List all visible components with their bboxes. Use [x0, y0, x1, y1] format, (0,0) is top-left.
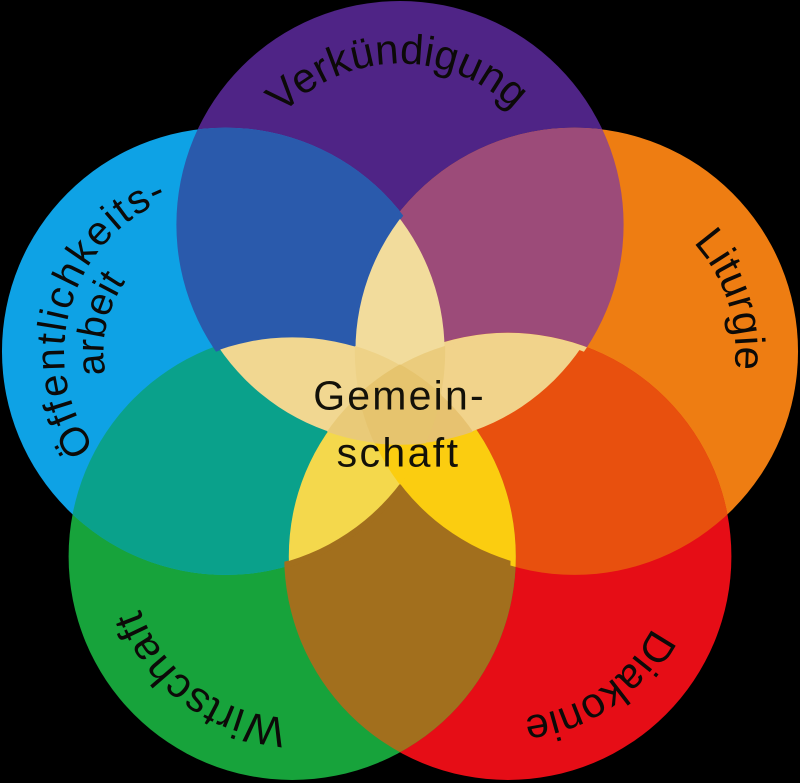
svg-text:schaft: schaft: [337, 430, 461, 476]
svg-text:Gemein-: Gemein-: [313, 373, 486, 419]
